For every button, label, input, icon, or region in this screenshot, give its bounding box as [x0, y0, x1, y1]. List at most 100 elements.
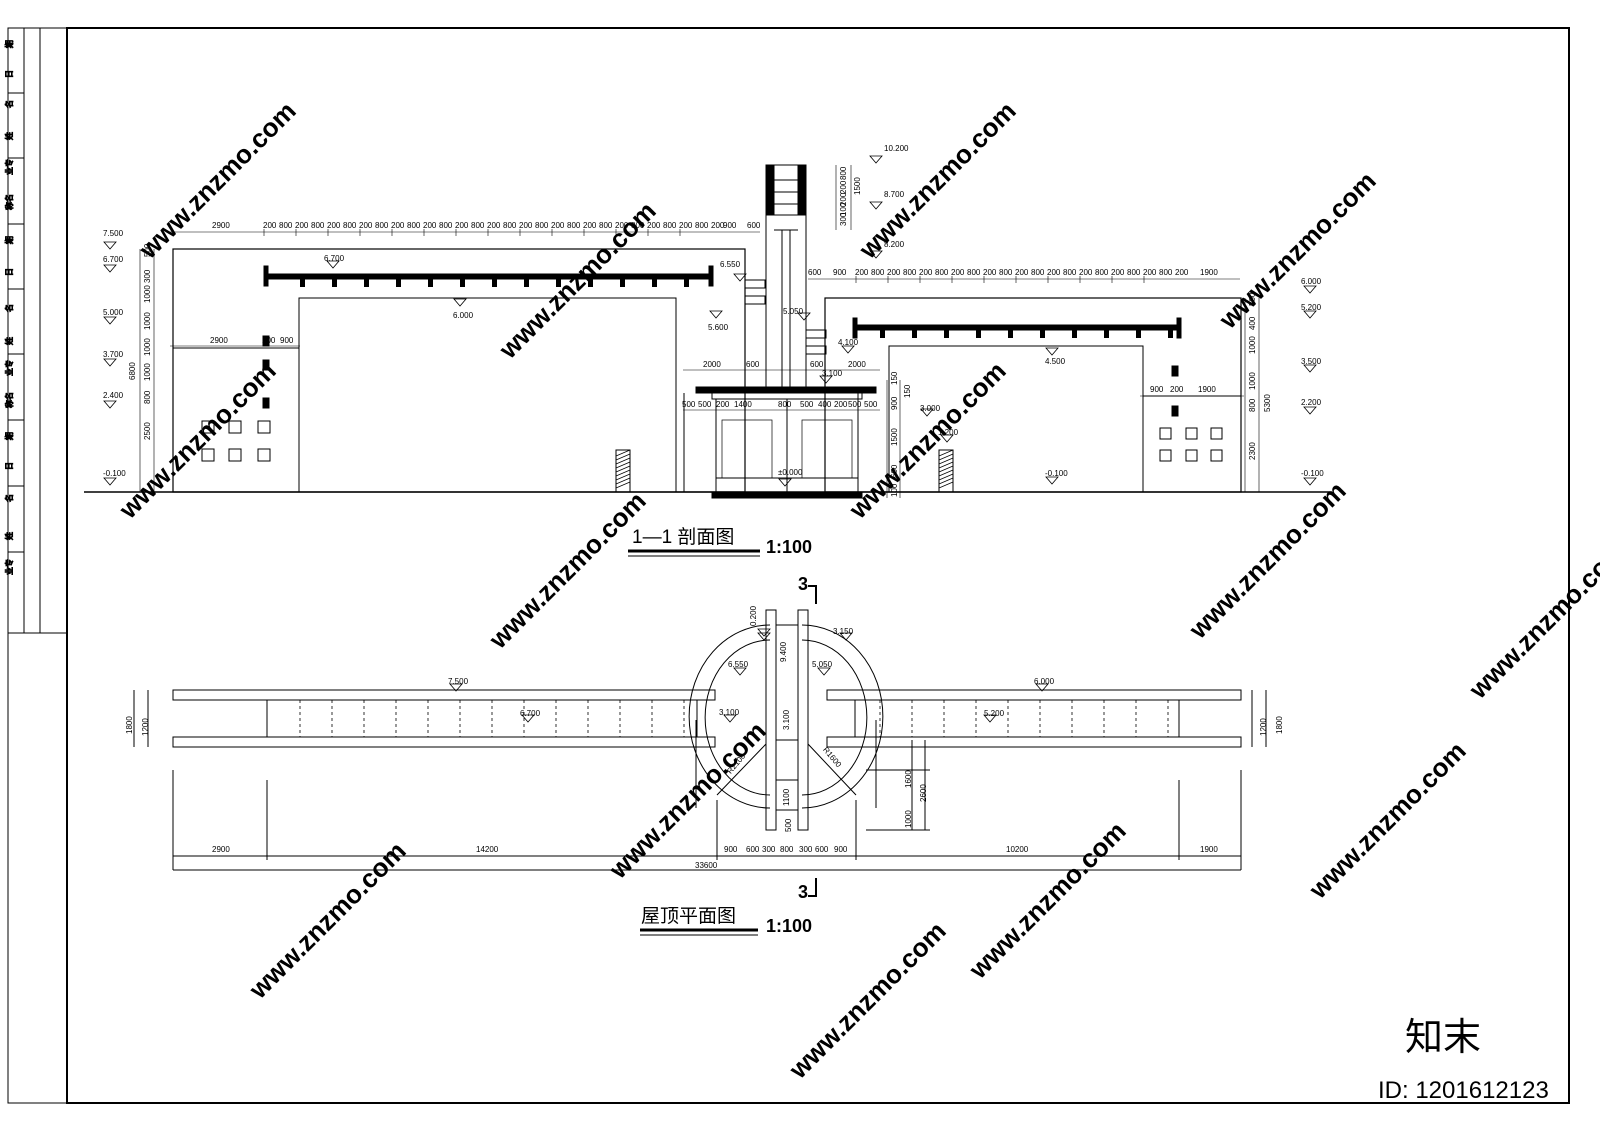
dim-text: 800 — [279, 221, 293, 230]
dim-text: 200 — [263, 221, 277, 230]
level-text: 6.000 — [1301, 277, 1322, 286]
dim-text: 10200 — [1006, 845, 1029, 854]
watermark-layer: www.znzmo.com www.znzmo.com www.znzmo.com w… — [112, 96, 1600, 1085]
dim-text: 200 — [327, 221, 341, 230]
title-block-label: 称名 — [4, 194, 14, 210]
dim-text: 200 — [455, 221, 469, 230]
dim-text: 300 — [762, 845, 776, 854]
dim-text: 900 — [1150, 385, 1164, 394]
dim-text: 1200 — [141, 718, 150, 736]
section-title-group: 1—1 剖面图 1:100 — [628, 526, 812, 557]
dim-text: 1900 — [1200, 845, 1218, 854]
section-drawing — [84, 164, 1330, 499]
plan-title-group: 屋顶平面图 1:100 — [640, 906, 812, 936]
dim-text: 200 — [679, 221, 693, 230]
dim-text: 400 — [818, 400, 832, 409]
dim-text: 500 — [1248, 292, 1257, 306]
dim-text: 14200 — [476, 845, 499, 854]
dim-text: 800 — [631, 221, 645, 230]
level-text: 5.600 — [708, 323, 729, 332]
title-block-label: 日 — [5, 70, 14, 78]
dim-text: 600 — [808, 268, 822, 277]
title-block-label: 日 — [5, 462, 14, 470]
watermark-text: www.znzmo.com — [1462, 536, 1600, 705]
window — [257, 420, 271, 434]
window — [201, 448, 215, 462]
dim-text: 2900 — [212, 221, 230, 230]
dim-text: 500 — [864, 400, 878, 409]
dim-text: 1000 — [904, 810, 913, 828]
level-text: 3.100 — [822, 369, 843, 378]
dim-text: 300 — [799, 845, 813, 854]
section-scale: 1:100 — [766, 537, 812, 557]
dim-text: 200 — [1111, 268, 1125, 277]
dim-text: 800 — [935, 268, 949, 277]
dim-text: 800 — [695, 221, 709, 230]
dim-text: 500 — [698, 400, 712, 409]
watermark-text: www.znzmo.com — [482, 486, 651, 655]
level-text: 3.100 — [782, 709, 791, 730]
watermark-text: www.znzmo.com — [962, 816, 1131, 985]
watermark-text: www.znzmo.com — [1182, 476, 1351, 645]
level-text: 6.000 — [453, 311, 474, 320]
level-text: 3.150 — [833, 627, 854, 636]
dim-text: 800 — [143, 390, 152, 404]
dim-text: 800 — [1031, 268, 1045, 277]
plan-scale: 1:100 — [766, 916, 812, 936]
dim-text: 800 — [1063, 268, 1077, 277]
dim-text: 1000 — [143, 285, 152, 303]
pergola-ticks — [300, 279, 1173, 338]
level-text: 6.700 — [103, 255, 124, 264]
dim-text: 200 — [519, 221, 533, 230]
dim-text: 500 — [682, 400, 696, 409]
dim-text: 800 — [439, 221, 453, 230]
title-block-label: 业专 — [4, 360, 14, 376]
sheet-frame — [7, 27, 1570, 1104]
dim-text: 800 — [778, 400, 792, 409]
watermark-text: www.znzmo.com — [852, 96, 1021, 265]
dim-text: 200 — [295, 221, 309, 230]
level-text: -0.100 — [1301, 469, 1324, 478]
section-level-texts: 7.500 6.700 5.000 3.700 2.400 -0.100 6.0… — [103, 144, 1324, 478]
dim-text: 1600 — [904, 770, 913, 788]
dim-text: 200 — [919, 268, 933, 277]
title-block-label: 名 — [4, 494, 14, 502]
dim-text: 200 — [716, 400, 730, 409]
dim-text: 2600 — [919, 784, 928, 802]
section-cut-marker: 3 — [798, 882, 808, 902]
window — [1185, 427, 1198, 440]
dim-text: 500 — [848, 400, 862, 409]
level-text: 0.200 — [749, 605, 758, 626]
window — [228, 420, 242, 434]
dim-text: 200 — [551, 221, 565, 230]
window — [1210, 427, 1223, 440]
dim-text: 800 — [663, 221, 677, 230]
dim-text: 400 — [1248, 316, 1257, 330]
dim-text: 800 — [999, 268, 1013, 277]
dim-text: 200 — [487, 221, 501, 230]
dim-text: 900 — [890, 396, 899, 410]
level-text: 5.000 — [103, 308, 124, 317]
dim-text: 200 — [1170, 385, 1184, 394]
level-text: 8.700 — [884, 190, 905, 199]
level-text: ±0.000 — [778, 468, 803, 477]
section-cut-marker: 3 — [798, 574, 808, 594]
dim-text: 800 — [1248, 398, 1257, 412]
level-text: 5.050 — [812, 660, 833, 669]
section-dimension-texts: 2900 900 600 600 900 1900 2900 200 900 2… — [210, 221, 1218, 394]
window — [257, 448, 271, 462]
dim-text: 2000 — [703, 360, 721, 369]
plan-level-texts: 0.200 9.400 3.150 7.500 6.550 5.050 6.00… — [125, 574, 1284, 902]
dim-text: 1000 — [143, 312, 152, 330]
level-text: 3.100 — [719, 708, 740, 717]
dim-text: 200 — [423, 221, 437, 230]
dim-text: 1500 — [853, 177, 862, 195]
dim-text: 800 — [871, 268, 885, 277]
dim-text: 800 — [503, 221, 517, 230]
level-text: 1.200 — [938, 428, 959, 437]
dim-text: 6800 — [128, 362, 137, 380]
dim-text: 2000 — [848, 360, 866, 369]
watermark-text: www.znzmo.com — [242, 836, 411, 1005]
dim-text: 1800 — [125, 716, 134, 734]
level-marks — [103, 155, 1317, 723]
